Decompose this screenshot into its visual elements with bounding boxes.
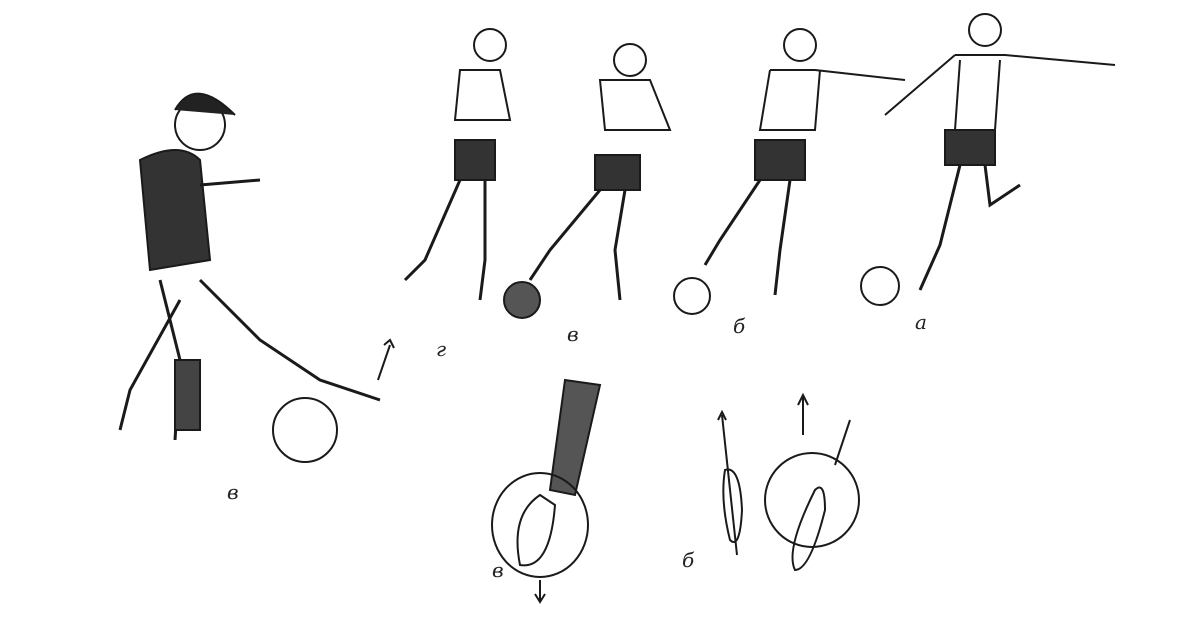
frame-label-b: б — [733, 314, 746, 338]
main-ball — [272, 397, 338, 463]
main-player-figure — [118, 92, 381, 441]
arrow-up-icon — [797, 392, 809, 435]
foot-trace-figure — [717, 392, 860, 572]
frame-g-player — [403, 28, 512, 301]
frame-v-player — [503, 43, 672, 319]
frame-a-player — [860, 13, 1116, 306]
frame-b-player — [673, 28, 906, 315]
arrow-down-icon — [534, 580, 546, 604]
arrow-up-icon — [377, 338, 395, 381]
arrow-up-icon — [717, 409, 727, 421]
foot-trace-label: б — [682, 548, 695, 572]
foot-detail-figure — [491, 378, 602, 604]
frame-label-g: г — [436, 337, 447, 361]
frame-label-a: а — [915, 310, 927, 334]
main-player-label: в — [227, 480, 239, 504]
frame-label-v: в — [567, 322, 579, 346]
foot-detail-label: в — [492, 558, 504, 582]
